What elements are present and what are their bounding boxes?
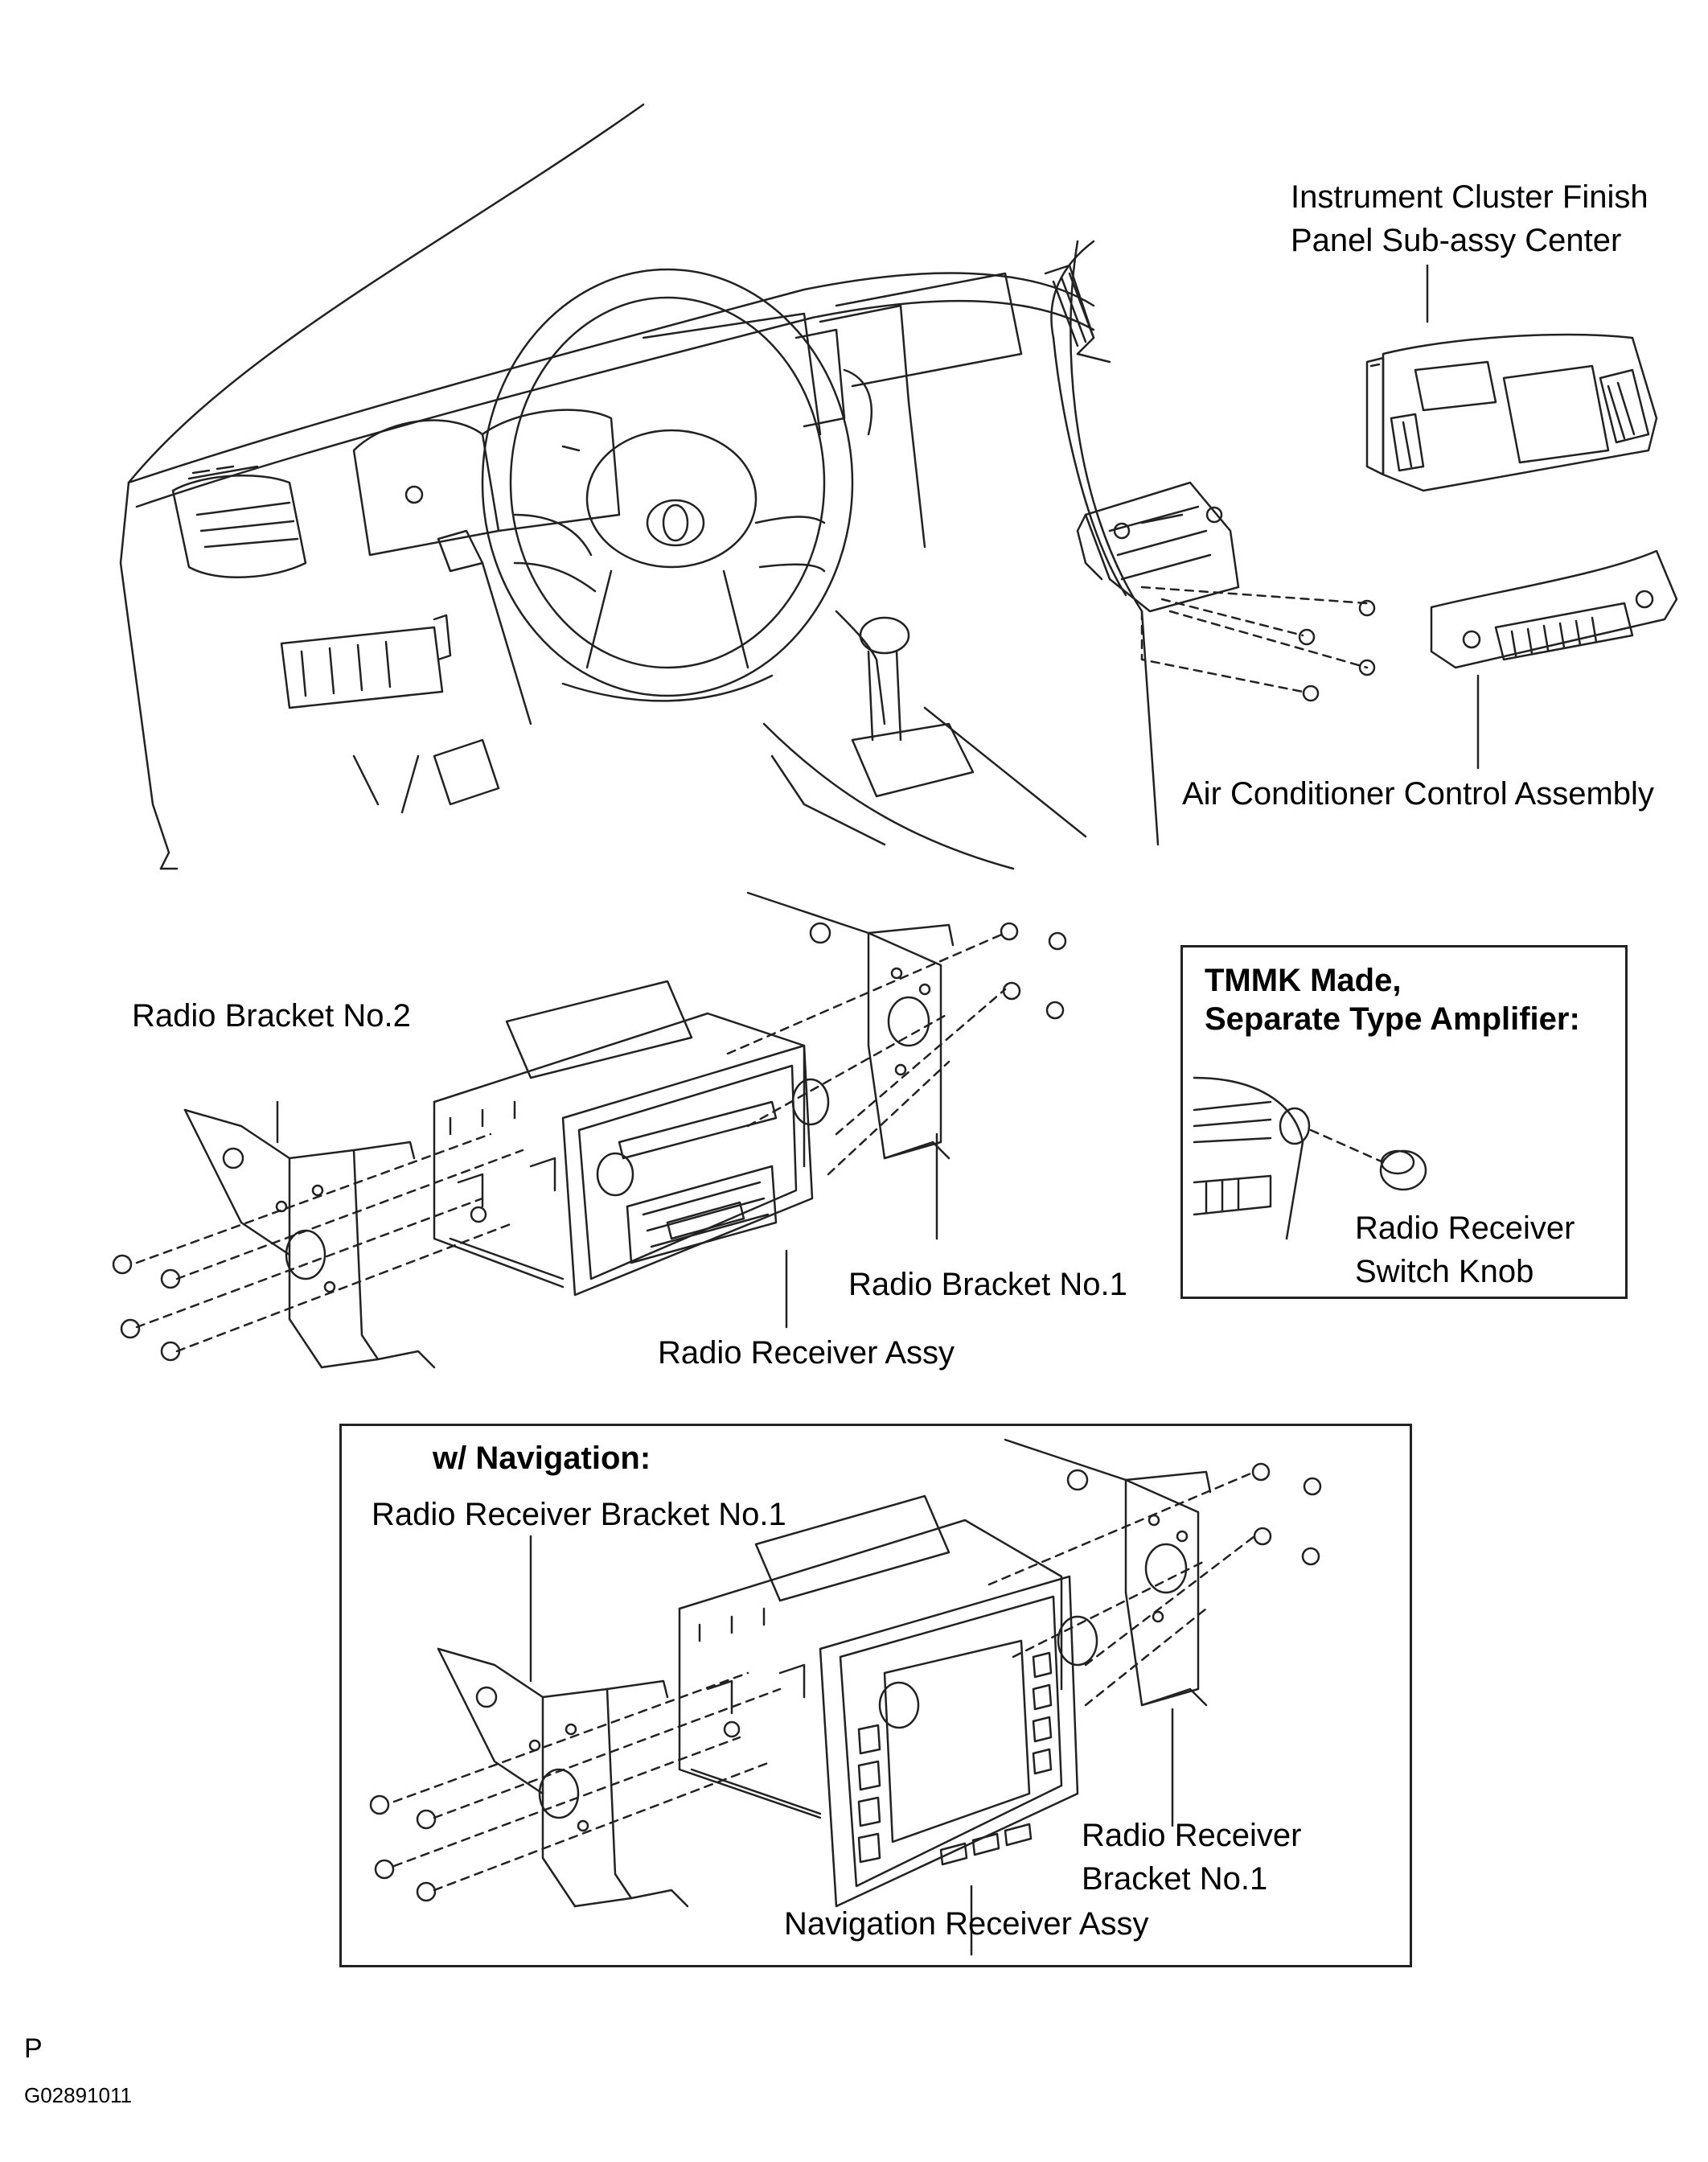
navigation-inset-box — [339, 1424, 1412, 1967]
ac-control-illustration — [1430, 549, 1678, 770]
cluster-finish-panel-illustration — [1365, 264, 1658, 492]
radio-bracket-1-illustration — [726, 891, 1067, 1240]
radio-receiver-illustration — [433, 980, 830, 1329]
audio-unit-on-dash — [1076, 481, 1376, 702]
label-cluster-panel-line2: Panel Sub-assy Center — [1291, 223, 1622, 258]
figure-code: G02891011 — [24, 2083, 132, 2107]
label-nav-bracket-left: Radio Receiver Bracket No.1 — [372, 1497, 786, 1532]
label-radio-receiver-assy: Radio Receiver Assy — [658, 1335, 955, 1371]
inset-title-line2: Separate Type Amplifier: — [1205, 1001, 1580, 1037]
switch-knob-illustration — [1193, 1076, 1427, 1240]
label-radio-bracket-2: Radio Bracket No.2 — [132, 998, 411, 1034]
label-switch-knob-line1: Radio Receiver — [1355, 1210, 1575, 1246]
navigation-receiver-illustration — [678, 1494, 1098, 1956]
label-radio-bracket-1: Radio Bracket No.1 — [848, 1267, 1127, 1302]
nav-title: w/ Navigation: — [433, 1441, 651, 1476]
label-navigation-receiver-assy: Navigation Receiver Assy — [784, 1906, 1149, 1942]
tmmk-inset-box — [1180, 945, 1628, 1299]
label-nav-bracket-right-line2: Bracket No.1 — [1082, 1861, 1268, 1897]
nav-bracket-left-illustration — [369, 1535, 782, 1908]
inset-title-line1: TMMK Made, — [1205, 963, 1402, 998]
dashboard-illustration — [119, 103, 1160, 870]
label-switch-knob-line2: Switch Knob — [1355, 1254, 1534, 1289]
label-nav-bracket-right-line1: Radio Receiver — [1082, 1818, 1302, 1853]
label-cluster-panel-line1: Instrument Cluster Finish — [1291, 179, 1648, 215]
footer-p-mark: P — [24, 2033, 43, 2064]
label-ac-control: Air Conditioner Control Assembly — [1182, 776, 1654, 812]
nav-bracket-right-illustration — [987, 1438, 1322, 1827]
radio-bracket-2-illustration — [112, 1100, 524, 1369]
